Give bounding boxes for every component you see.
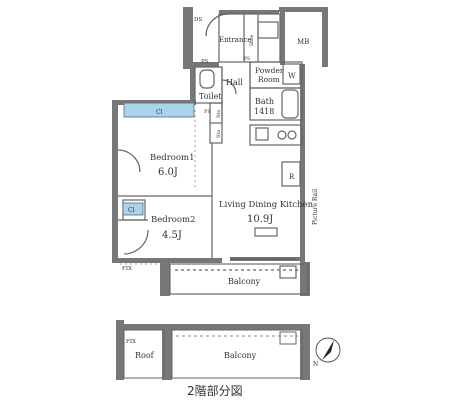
label-fix-2: FIX (126, 339, 136, 345)
label-ps-tiny: PS (204, 109, 211, 115)
label-balcony-2: Balcony (224, 351, 257, 360)
label-ps: PS (201, 59, 209, 65)
label-fridge: R (289, 173, 295, 181)
label-bedroom2-size: 4.5J (162, 230, 182, 241)
label-bath-size: 1418 (254, 107, 274, 116)
interior-lines (117, 13, 309, 295)
label-balcony-1: Balcony (228, 277, 261, 286)
walls (112, 7, 328, 296)
label-mb: MB (297, 38, 309, 46)
label-bath: Bath (255, 97, 274, 106)
labels: DS Entrance Shoe MB PS PS PS Toilet Hall… (122, 17, 319, 398)
label-powder-room-2: Room (258, 75, 280, 84)
label-powder-room-1: Powder (255, 66, 284, 75)
label-storage-1: Sto (216, 110, 222, 118)
label-bedroom1: Bedroom1 (150, 153, 194, 163)
label-entrance: Entrance (219, 36, 252, 44)
label-cl-bedroom2: Cl (128, 207, 135, 214)
label-ps2: PS (244, 56, 250, 62)
lower-plan (116, 320, 310, 380)
label-cl-bedroom1: Cl (156, 109, 163, 116)
label-ds: DS (194, 17, 202, 23)
label-ldk-size: 10.9J (247, 214, 273, 225)
label-toilet: Toilet (199, 92, 222, 101)
label-shoe-box: Shoe (249, 34, 255, 46)
label-north: N (313, 361, 318, 368)
label-fix-1: FIX (122, 266, 132, 272)
label-roof: Roof (135, 351, 155, 360)
north-arrow (315, 337, 341, 363)
closet-bars (122, 102, 195, 216)
plan-caption: 2階部分図 (187, 383, 243, 398)
label-hall: Hall (226, 78, 243, 87)
eave-line (120, 110, 300, 265)
label-ldk: Living Dining Kitchen (219, 200, 314, 210)
label-storage-2: Sto (216, 130, 222, 138)
label-bedroom2: Bedroom2 (151, 215, 195, 225)
label-picture-rail: Picture Rail (312, 189, 319, 225)
label-washer: W (288, 71, 296, 80)
label-bedroom1-size: 6.0J (158, 167, 178, 178)
